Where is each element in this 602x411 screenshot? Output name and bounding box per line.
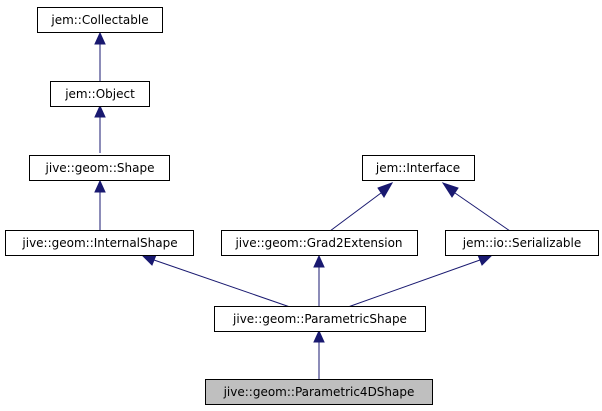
node-collectable[interactable]: jem::Collectable bbox=[37, 7, 163, 33]
edge-arrowhead bbox=[477, 254, 493, 266]
node-internal-shape[interactable]: jive::geom::InternalShape bbox=[5, 230, 194, 256]
node-label: jive::geom::ParametricShape bbox=[232, 312, 407, 326]
edge-parametricshape-to-serializable bbox=[347, 259, 481, 308]
edge-arrowhead bbox=[94, 179, 106, 193]
node-label: jive::geom::InternalShape bbox=[21, 236, 177, 250]
edge-arrowhead bbox=[441, 182, 459, 198]
edge-arrowhead bbox=[94, 104, 106, 118]
edge-grad2extension-to-interface bbox=[329, 192, 382, 232]
edge-arrowhead bbox=[94, 31, 106, 45]
node-label: jem::io::Serializable bbox=[462, 236, 582, 250]
node-label: jem::Interface bbox=[375, 161, 460, 175]
edge-arrowhead bbox=[313, 254, 325, 268]
edge-arrowhead bbox=[141, 254, 157, 266]
node-label: jive::geom::Shape bbox=[45, 161, 155, 175]
edge-parametricshape-to-internalshape bbox=[153, 259, 291, 308]
node-label: jive::geom::Grad2Extension bbox=[234, 236, 402, 250]
node-label: jive::geom::Parametric4DShape bbox=[223, 385, 415, 399]
edge-arrowhead bbox=[377, 182, 394, 198]
node-interface[interactable]: jem::Interface bbox=[362, 155, 475, 181]
node-object[interactable]: jem::Object bbox=[50, 81, 150, 107]
node-grad2-extension[interactable]: jive::geom::Grad2Extension bbox=[221, 230, 418, 256]
node-parametric-4d-shape[interactable]: jive::geom::Parametric4DShape bbox=[205, 379, 433, 405]
node-shape[interactable]: jive::geom::Shape bbox=[29, 155, 170, 181]
node-label: jem::Collectable bbox=[50, 13, 148, 27]
node-serializable[interactable]: jem::io::Serializable bbox=[445, 230, 599, 256]
edges bbox=[94, 31, 511, 379]
node-label: jem::Object bbox=[64, 87, 135, 101]
node-parametric-shape[interactable]: jive::geom::ParametricShape bbox=[214, 306, 426, 332]
edge-arrowhead bbox=[313, 329, 325, 343]
edge-serializable-to-interface bbox=[454, 192, 511, 232]
